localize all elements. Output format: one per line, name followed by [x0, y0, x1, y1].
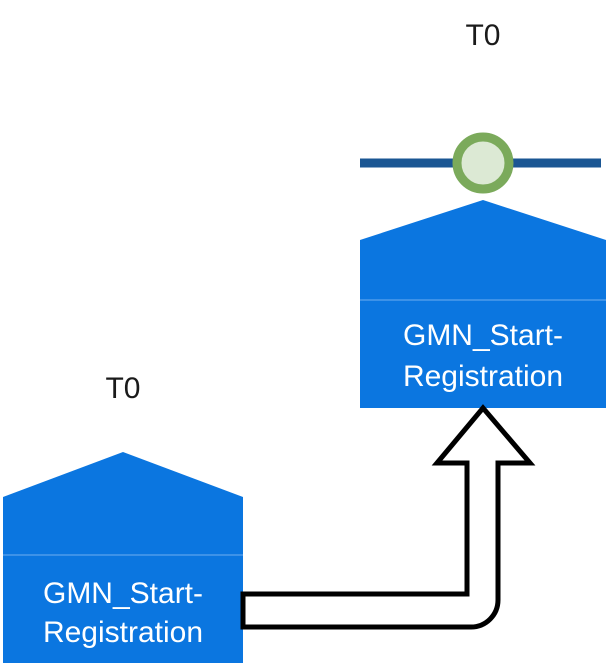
- top-node-group[interactable]: T0 GMN_Start- Registration: [360, 19, 606, 408]
- bottom-node-name-line-2: Registration: [43, 616, 203, 649]
- top-node-name-line-1: GMN_Start-: [403, 319, 563, 352]
- gate-circle-icon[interactable]: [452, 132, 514, 194]
- bottom-node-group[interactable]: T0 GMN_Start- Registration: [3, 372, 243, 663]
- top-node-shape[interactable]: [360, 200, 606, 408]
- bottom-to-top-block-arrow[interactable]: [240, 404, 536, 630]
- top-node-time-label: T0: [465, 19, 500, 52]
- bottom-node-time-label: T0: [105, 372, 140, 405]
- top-node-name-line-2: Registration: [403, 360, 563, 393]
- bottom-node-shape[interactable]: [3, 452, 243, 663]
- bottom-node-name-line-1: GMN_Start-: [43, 577, 203, 610]
